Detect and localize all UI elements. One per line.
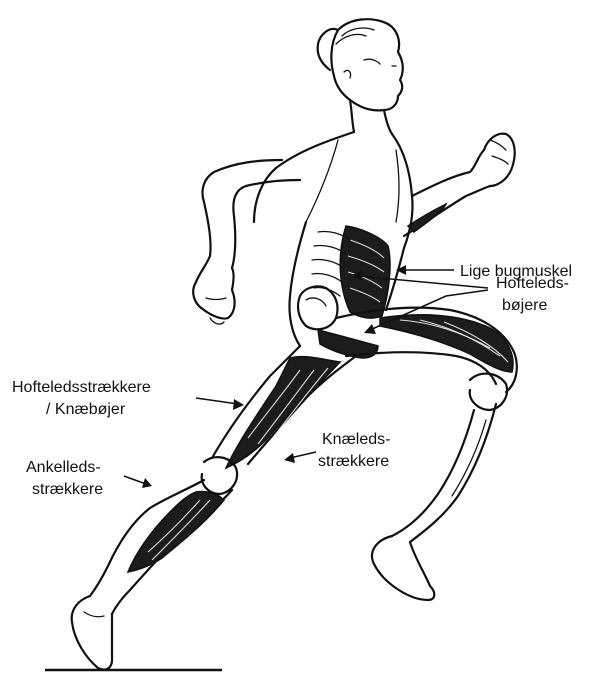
back-thigh — [202, 346, 356, 494]
arrow-knaeleds-straekkere — [290, 452, 316, 458]
back-arm — [193, 160, 300, 324]
label-hofteledsstraekkere-line1: Hofteledsstrækkere — [12, 379, 151, 396]
arrow-ankelleds-straekkere — [124, 476, 146, 484]
label-knaeleds-line2: strækkere — [318, 453, 389, 470]
arrow-hofteledsstraekkere — [196, 398, 238, 404]
head — [318, 19, 403, 110]
label-ankelleds-line1: Ankelleds- — [26, 459, 101, 476]
label-knaeleds-line1: Knæleds- — [322, 431, 390, 448]
label-hofteleds-boejere-line2: bøjere — [502, 297, 547, 314]
front-arm — [404, 134, 515, 236]
label-hofteledsstraekkere-line2: / Knæbøjer — [46, 401, 126, 418]
label-hofteleds-boejere-line1: Hofteleds- — [496, 275, 569, 292]
front-lower-leg — [372, 404, 496, 600]
label-ankelleds-line2: strækkere — [32, 481, 103, 498]
abdominal-muscles — [312, 226, 390, 318]
front-thigh — [336, 308, 517, 410]
back-lower-leg — [72, 480, 232, 670]
